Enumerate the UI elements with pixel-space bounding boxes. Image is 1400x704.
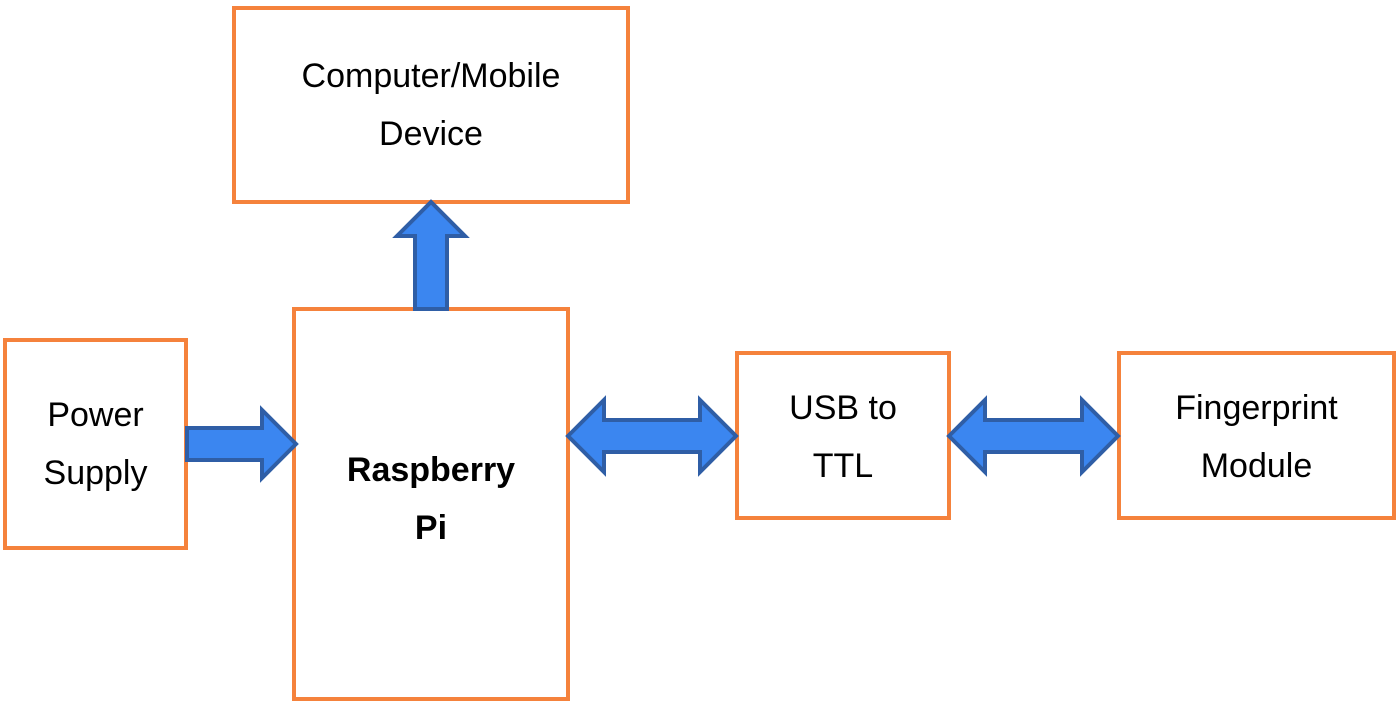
- arrow-power-to-rpi: [185, 405, 299, 483]
- raspberry-pi-label: Raspberry Pi: [346, 451, 516, 547]
- computer-mobile-device-box: Computer/Mobile Device: [232, 6, 630, 204]
- raspberry-pi-box: Raspberry Pi: [292, 307, 570, 701]
- arrow-usb-fingerprint-bidirectional: [946, 395, 1121, 477]
- usb-to-ttl-label: USB to TTL: [789, 388, 897, 485]
- arrow-rpi-usb-bidirectional: [565, 395, 739, 477]
- fingerprint-module-box: Fingerprint Module: [1117, 351, 1396, 520]
- power-supply-label: Power Supply: [43, 396, 148, 492]
- fingerprint-module-label: Fingerprint Module: [1175, 388, 1338, 485]
- usb-to-ttl-box: USB to TTL: [735, 351, 951, 520]
- computer-mobile-device-label: Computer/Mobile Device: [301, 57, 561, 153]
- power-supply-box: Power Supply: [3, 338, 188, 550]
- arrow-rpi-to-computer: [392, 199, 470, 311]
